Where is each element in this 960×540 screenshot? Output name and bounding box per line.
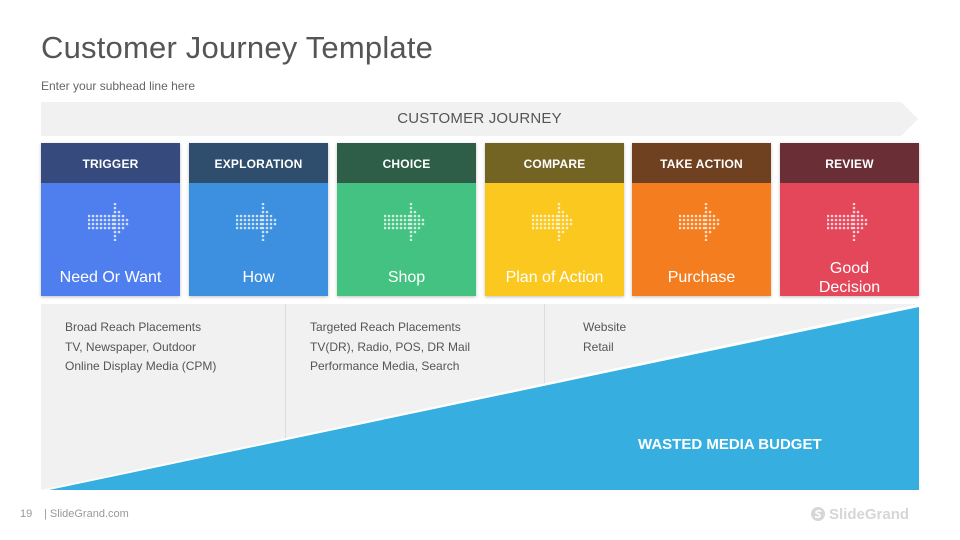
placement-item: TV(DR), Radio, POS, DR Mail bbox=[310, 339, 471, 354]
stage-label-line: Decision bbox=[818, 279, 881, 296]
stage-card-review: REVIEW Good Decision bbox=[780, 143, 919, 296]
banner-arrow-shape bbox=[41, 102, 918, 136]
slide-subtitle: Enter your subhead line here bbox=[41, 79, 196, 93]
stage-card-trigger: TRIGGER Need Or Want bbox=[41, 143, 180, 296]
stage-card-exploration: EXPLORATION How bbox=[189, 143, 328, 296]
stage-card-choice: CHOICE Shop bbox=[337, 143, 476, 296]
dotted-arrow-right-icon bbox=[679, 203, 720, 241]
brand-name: SlideGrand bbox=[829, 505, 910, 523]
placement-group-broad: Broad Reach Placements TV, Newspaper, Ou… bbox=[65, 318, 216, 377]
page-number: 19 bbox=[20, 508, 33, 520]
customer-journey-banner: CUSTOMER JOURNEY bbox=[41, 102, 918, 136]
stage-header: REVIEW bbox=[780, 143, 919, 183]
stage-header: COMPARE bbox=[485, 143, 624, 183]
stage-body: Need Or Want bbox=[41, 183, 180, 296]
placement-group-owned: Website Retail bbox=[583, 318, 626, 357]
slide-title: Customer Journey Template bbox=[41, 30, 434, 65]
dotted-arrow-right-icon bbox=[88, 203, 129, 241]
stage-label: Shop bbox=[387, 269, 426, 286]
dotted-arrow-right-icon bbox=[236, 203, 277, 241]
stage-label: Good Decision bbox=[780, 259, 919, 297]
stage-body: Plan of Action bbox=[485, 183, 624, 296]
footer-site-link[interactable]: | SlideGrand.com bbox=[44, 508, 129, 520]
stage-label-line: Good bbox=[829, 260, 870, 277]
column-divider bbox=[285, 304, 286, 438]
wasted-budget-label: WASTED MEDIA BUDGET bbox=[638, 436, 822, 453]
placement-item: Retail bbox=[583, 339, 614, 354]
dotted-arrow-right-icon bbox=[827, 203, 868, 241]
placement-item: Performance Media, Search bbox=[310, 359, 460, 373]
placement-item: Targeted Reach Placements bbox=[310, 320, 461, 334]
stage-label: Purchase bbox=[667, 269, 736, 286]
brand-mark-icon bbox=[811, 507, 825, 521]
brand-logo: SlideGrand bbox=[811, 505, 909, 523]
stage-body: Purchase bbox=[632, 183, 771, 296]
stage-label: How bbox=[242, 269, 275, 286]
placement-item: Website bbox=[583, 320, 627, 334]
dotted-arrow-right-icon bbox=[384, 203, 425, 241]
banner-label: CUSTOMER JOURNEY bbox=[397, 110, 562, 127]
stage-label: Plan of Action bbox=[505, 269, 604, 286]
dotted-arrow-right-icon bbox=[532, 203, 573, 241]
stage-header: CHOICE bbox=[337, 143, 476, 183]
placement-item: Online Display Media (CPM) bbox=[65, 359, 217, 373]
stage-card-compare: COMPARE Plan of Action bbox=[485, 143, 624, 296]
placement-group-targeted: Targeted Reach Placements TV(DR), Radio,… bbox=[310, 318, 470, 377]
stage-header: TAKE ACTION bbox=[632, 143, 771, 183]
stage-label: Need Or Want bbox=[59, 269, 162, 286]
column-divider bbox=[544, 304, 545, 438]
placement-item: TV, Newspaper, Outdoor bbox=[65, 339, 196, 354]
stage-card-take-action: TAKE ACTION Purchase bbox=[632, 143, 771, 296]
stage-header: TRIGGER bbox=[41, 143, 180, 183]
stage-body: How bbox=[189, 183, 328, 296]
stage-body: Good Decision bbox=[780, 183, 919, 296]
stage-body: Shop bbox=[337, 183, 476, 296]
stage-header: EXPLORATION bbox=[189, 143, 328, 183]
wasted-budget-wedge bbox=[41, 304, 919, 490]
placement-item: Broad Reach Placements bbox=[65, 320, 202, 334]
